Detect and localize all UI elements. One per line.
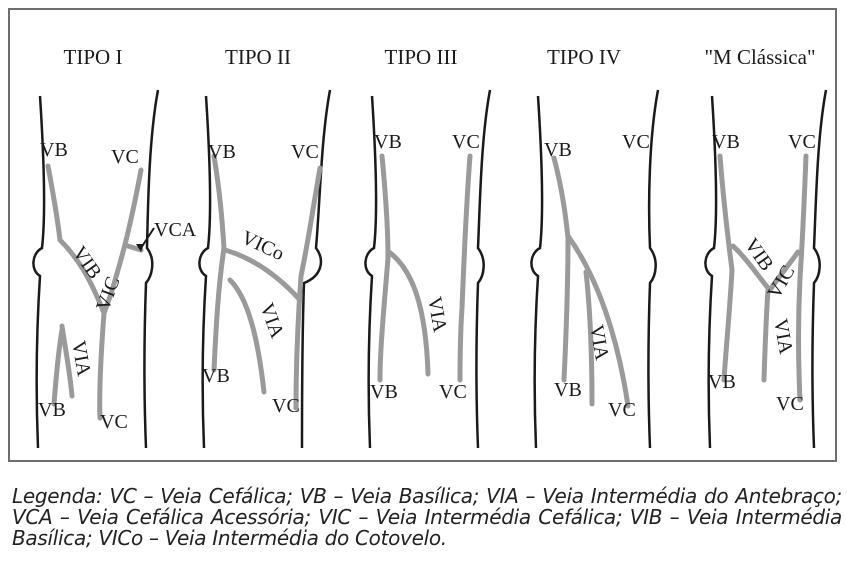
label-vib: VIB <box>740 234 778 275</box>
label-via: VIA <box>423 295 451 334</box>
label-vic: VIC <box>92 274 124 314</box>
panel-tipo-4: TIPO IV VB VC VIA VB VC <box>531 45 658 448</box>
label-vb-bottom: VB <box>370 381 398 403</box>
vein-basilic-vib <box>48 166 104 313</box>
vein-diagram: TIPO I VB VC VCA VIB VIC VIA VB VC TIPO … <box>8 8 837 462</box>
figure-caption: Legenda: VC – Veia Cefálica; VB – Veia B… <box>12 486 842 549</box>
panel-tipo-2: TIPO II VB VC VICo VIA VB VC <box>199 45 330 448</box>
label-vc-top: VC <box>622 131 650 153</box>
arm-outline-lateral <box>145 90 159 448</box>
panel-tipo-3: TIPO III VB VC VIA VB VC <box>365 45 490 448</box>
panel-title: TIPO IV <box>547 45 621 69</box>
label-vc-bottom: VC <box>608 399 636 421</box>
label-vb-top: VB <box>374 131 402 153</box>
vein-basilic <box>720 156 732 380</box>
label-via: VIA <box>769 317 797 356</box>
vein-via <box>389 252 428 374</box>
arm-outline-lateral <box>649 90 659 448</box>
vein-basilic <box>380 156 388 380</box>
arm-outline-medial <box>531 96 542 448</box>
panel-title: TIPO III <box>385 45 458 69</box>
panel-m-classica: "M Clássica" VB VC VIB VIC VIA VB VC <box>704 45 826 448</box>
panel-tipo-1: TIPO I VB VC VCA VIB VIC VIA VB VC <box>33 45 196 448</box>
vein-via <box>230 280 264 392</box>
panel-title: TIPO II <box>225 45 291 69</box>
label-vc-bottom: VC <box>776 393 804 415</box>
panel-title: TIPO I <box>64 45 123 69</box>
vein-basilic <box>214 156 224 370</box>
label-vb-top: VB <box>208 141 236 163</box>
label-vb-top: VB <box>712 131 740 153</box>
vein-basilic-lower <box>54 330 62 404</box>
label-vca: VCA <box>154 219 197 241</box>
label-vb-bottom: VB <box>202 365 230 387</box>
label-vb-bottom: VB <box>38 399 66 421</box>
label-vib: VIB <box>68 242 106 283</box>
vein-cephalic <box>799 156 807 400</box>
label-vc-bottom: VC <box>439 381 467 403</box>
panel-title: "M Clássica" <box>704 45 815 69</box>
label-vc-top: VC <box>788 131 816 153</box>
label-vc-top: VC <box>291 141 319 163</box>
label-vb-top: VB <box>544 139 572 161</box>
vein-cephalic <box>460 156 470 380</box>
vein-basilic <box>554 158 568 380</box>
vein-cephalic <box>296 168 320 408</box>
label-vb-bottom: VB <box>708 371 736 393</box>
vein-via <box>764 290 768 380</box>
label-vb-top: VB <box>40 139 68 161</box>
label-vb-bottom: VB <box>554 379 582 401</box>
label-vc-top: VC <box>111 146 139 168</box>
label-vc-top: VC <box>452 131 480 153</box>
label-vc-bottom: VC <box>272 395 300 417</box>
label-vc-bottom: VC <box>100 411 128 433</box>
label-via: VIA <box>255 300 288 341</box>
